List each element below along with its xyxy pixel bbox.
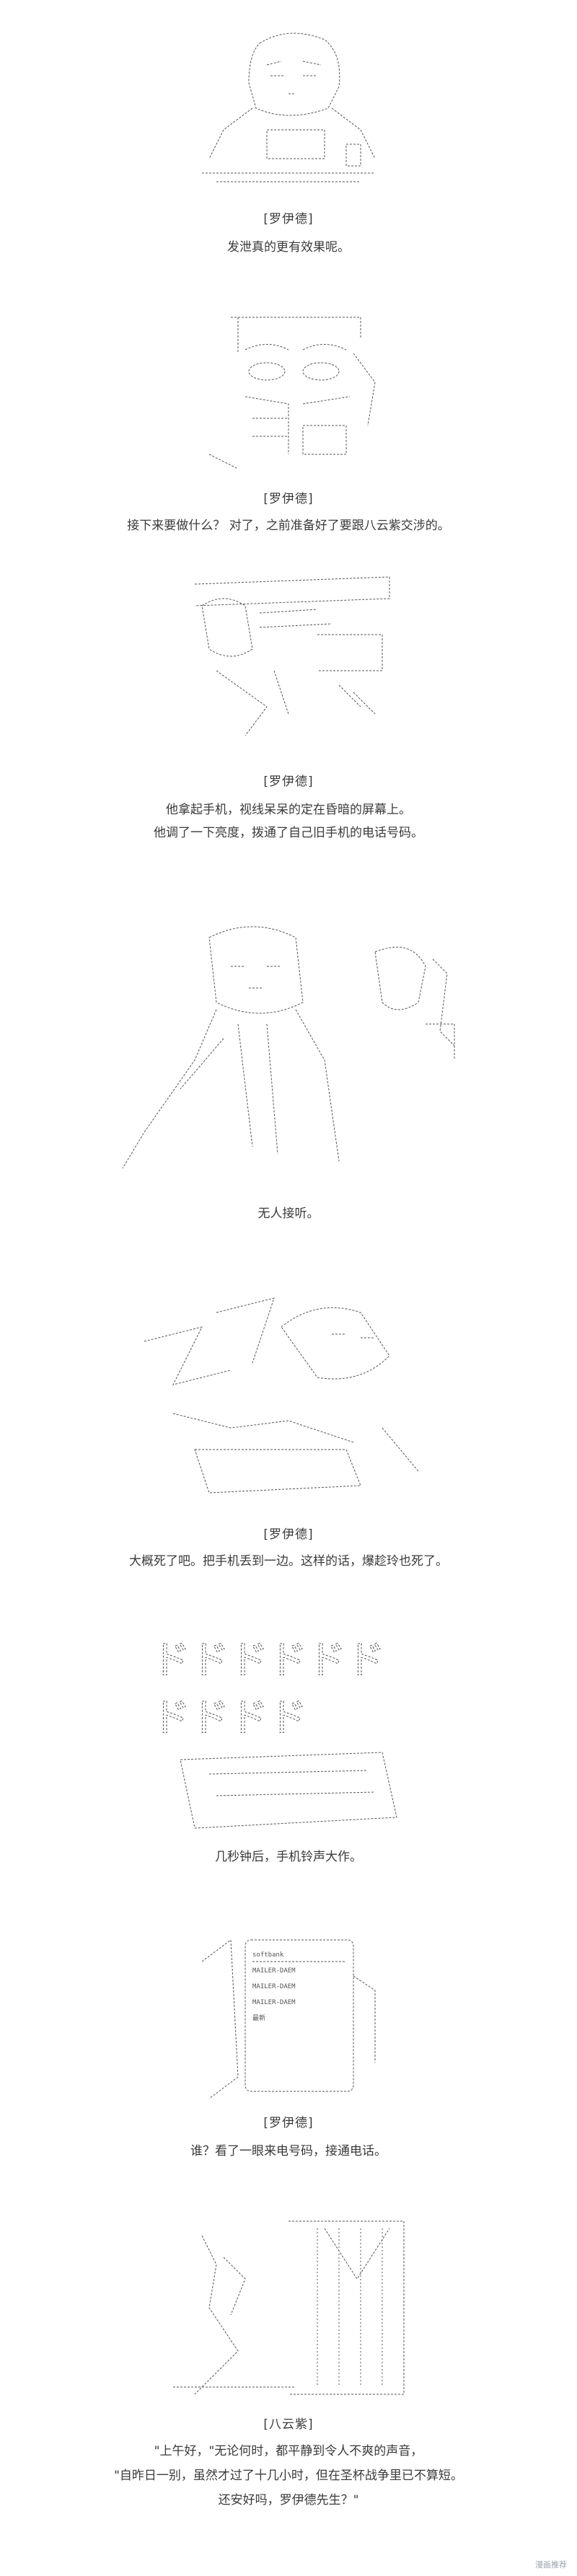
caption-line: "自昨日一别，虽然才过了十几小时，但在圣杯战争里已不算短。 (114, 2469, 463, 2483)
caption-line: 接下来要做什么？ 对了，之前准备好了要跟八云紫交涉的。 (127, 519, 450, 533)
speaker-label: [罗伊德] (263, 1527, 314, 1542)
ascii-art-lying-figure (173, 563, 404, 750)
caption-line: 他拿起手机，视线呆呆的定在昏暗的屏幕上。 (166, 803, 411, 817)
sfx-text: ドドドド (151, 1695, 307, 1740)
ascii-art-ringing-sfx: ドドドドドド ドドドド (137, 1623, 440, 1839)
caption-line: 发泄真的更有效果呢。 (227, 240, 350, 255)
phone-carrier: softbank (252, 1951, 284, 1959)
panel-2: [罗伊德] 接下来要做什么？ 对了，之前准备好了要跟八云紫交涉的。 (0, 310, 577, 555)
speaker-label: [八云紫] (263, 2417, 314, 2432)
caption-line: 谁？看了一眼来电号码，接通电话。 (190, 2144, 387, 2158)
panel-5: [罗伊德] 大概死了吧。把手机丢到一边。这样的话，爆趁玲也死了。 (0, 1284, 577, 1587)
caption-line: 他调了一下亮度，拨通了自己旧手机的电话号码。 (154, 826, 423, 840)
sfx-text: ドドドドドド (151, 1637, 385, 1682)
speaker-label: [罗伊德] (263, 212, 314, 226)
speaker-label: [罗伊德] (263, 492, 314, 506)
panel-1: [罗伊德] 发泄真的更有效果呢。 (0, 0, 577, 260)
panel-4: 无人接听。 (0, 916, 577, 1240)
phone-mail-item: MAILER-DAEM (252, 1983, 296, 1990)
ascii-art-yukari-silhouette (151, 2214, 426, 2401)
phone-mail-item: 最新 (252, 2015, 266, 2022)
speaker-label: [罗伊德] (263, 775, 314, 789)
phone-screen: softbank MAILER-DAEM MAILER-DAEM MAILER-… (252, 1947, 346, 2026)
panel-6: ドドドドドド ドドドド 几秒钟后，手机铃声大作。 (0, 1623, 577, 1897)
watermark: 漫画推荐 (535, 2560, 567, 2570)
ascii-art-throwing-phone (130, 1284, 447, 1522)
ascii-art-phone-screen: softbank MAILER-DAEM MAILER-DAEM MAILER-… (180, 1933, 397, 2106)
caption-line: 几秒钟后，手机铃声大作。 (215, 1850, 362, 1864)
panel-7: softbank MAILER-DAEM MAILER-DAEM MAILER-… (0, 1933, 577, 2178)
phone-mail-item: MAILER-DAEM (252, 1967, 296, 1975)
ascii-art-face-closeup (180, 310, 397, 476)
caption-line: 还安好吗，罗伊德先生？" (218, 2493, 359, 2507)
ascii-art-character-portrait (180, 22, 397, 202)
phone-mail-item: MAILER-DAEM (252, 1999, 296, 2006)
panel-8: [八云紫] "上午好，"无论何时，都平静到令人不爽的声音， "自昨日一别，虽然才… (0, 2214, 577, 2575)
caption-line: 无人接听。 (257, 1207, 320, 1221)
speaker-label: [罗伊德] (263, 2116, 314, 2130)
caption-line: 大概死了吧。把手机丢到一边。这样的话，爆趁玲也死了。 (129, 1554, 448, 1569)
ascii-art-phone-call (108, 916, 469, 1190)
caption-line: "上午好，"无论何时，都平静到令人不爽的声音， (154, 2444, 423, 2458)
panel-3: [罗伊德] 他拿起手机，视线呆呆的定在昏暗的屏幕上。 他调了一下亮度，拨通了自己… (0, 563, 577, 865)
